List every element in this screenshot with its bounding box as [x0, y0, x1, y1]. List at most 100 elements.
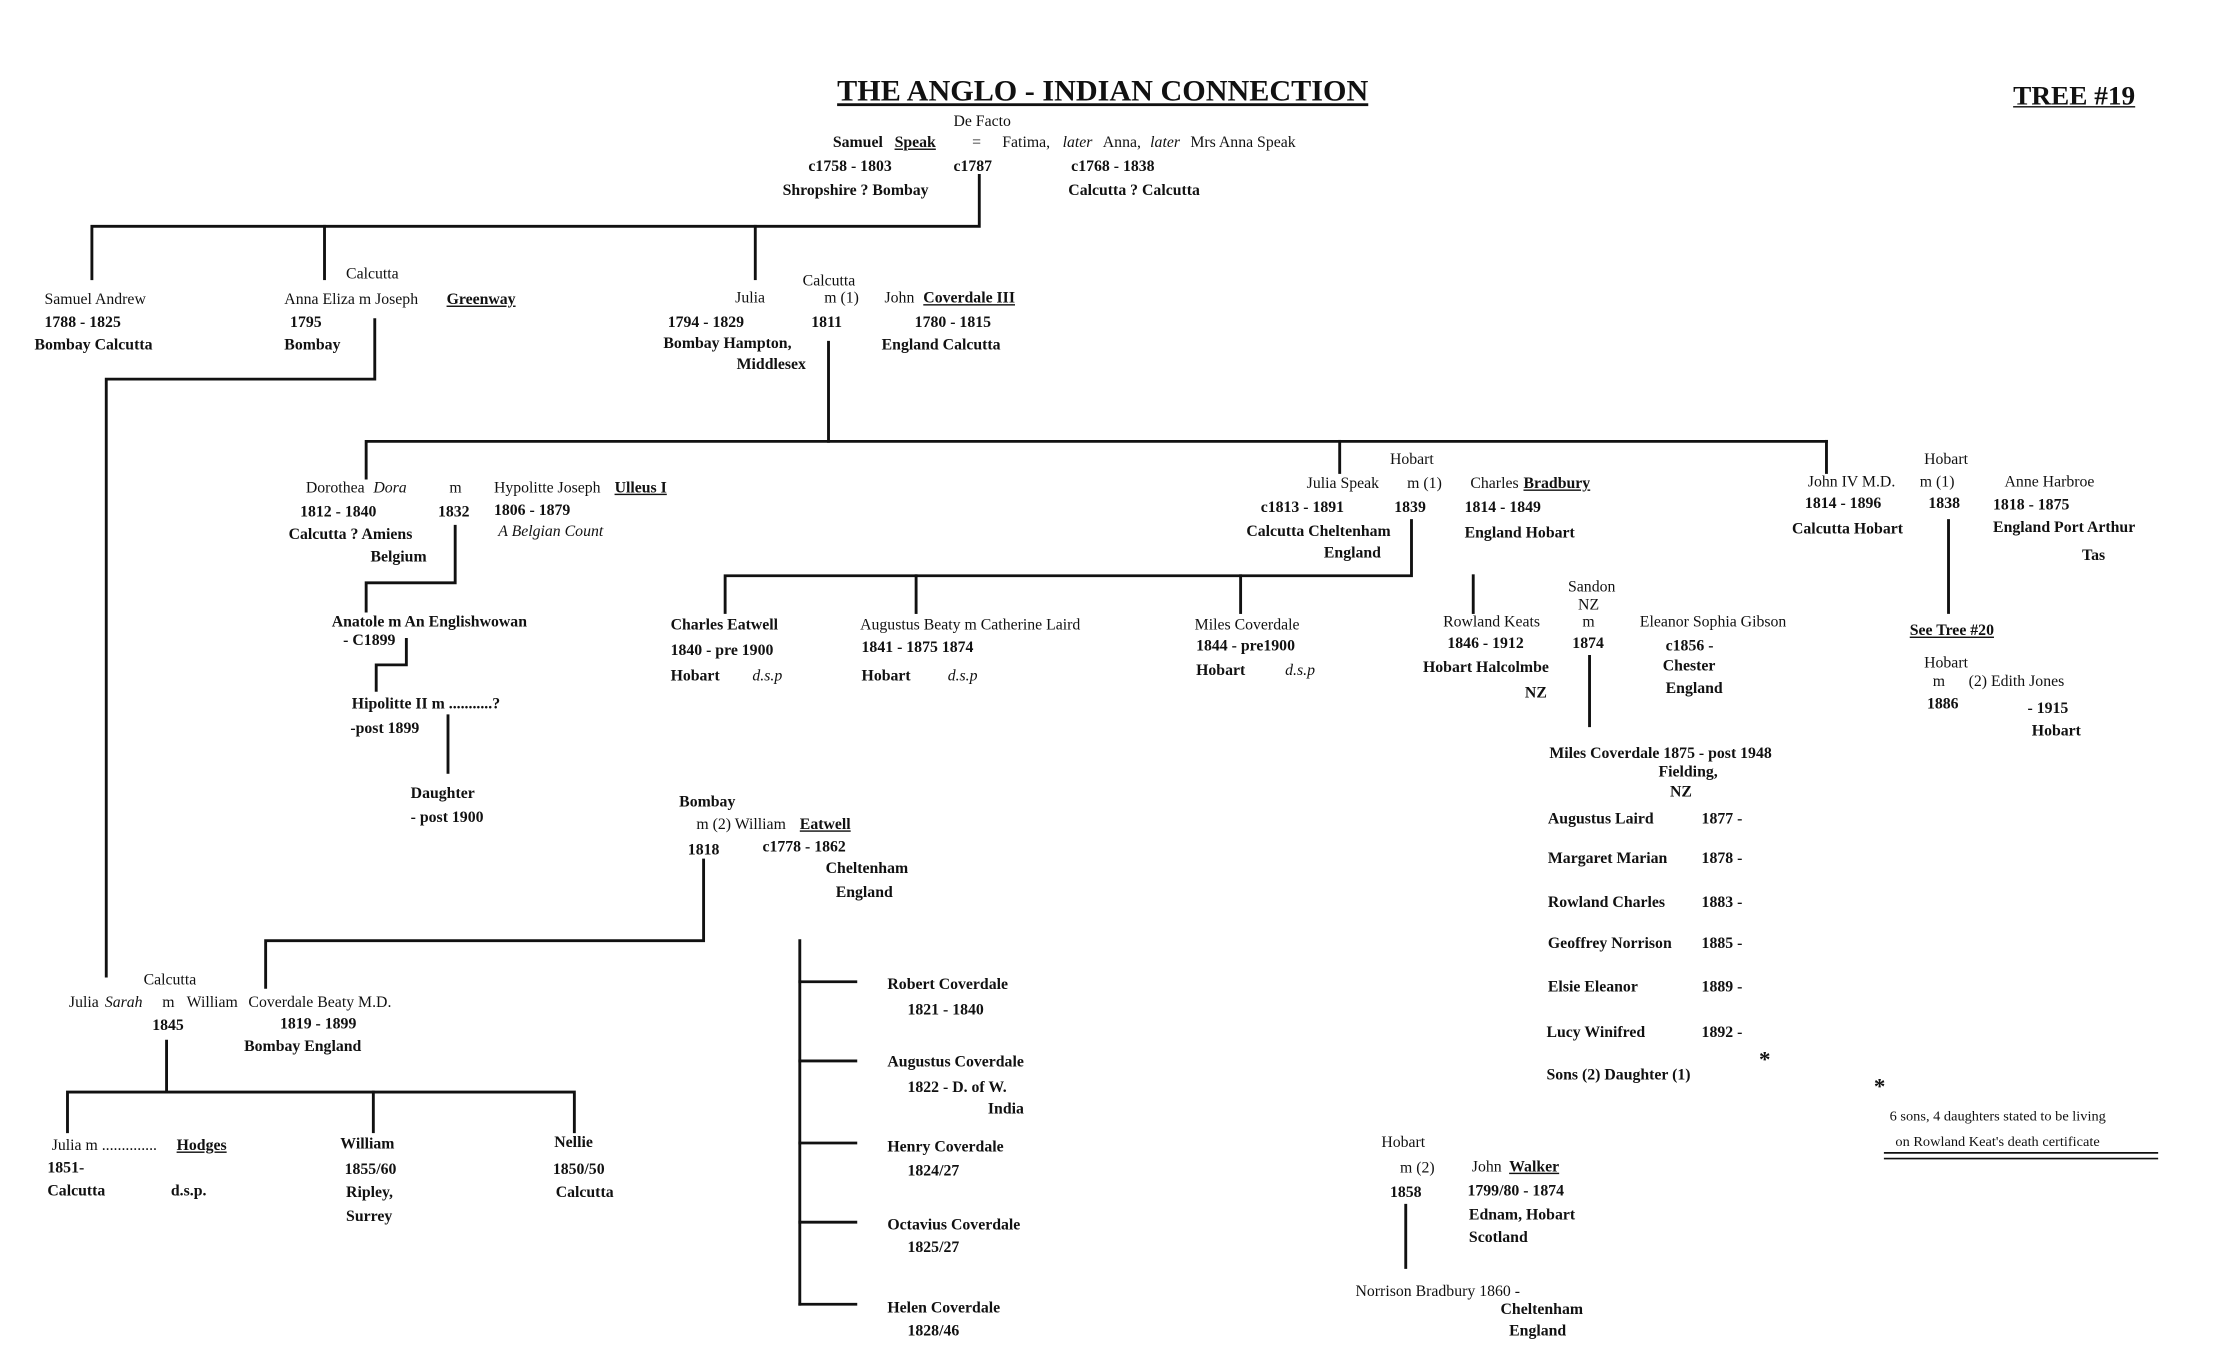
rowland-keats-m: m: [1582, 613, 1595, 631]
connector-coverdale-children: [364, 340, 830, 480]
fatima-name: Fatima,: [1002, 134, 1051, 152]
samuel-andrew-places: Bombay Calcutta: [34, 336, 153, 354]
anne-harbroe-dates: 1818 - 1875: [1993, 496, 2070, 514]
miles-coverdale-jr: Miles Coverdale 1875 - post 1948: [1549, 745, 1772, 763]
augustus-beaty-place: Hobart: [861, 667, 911, 685]
john-iv-name: John IV M.D.: [1807, 473, 1896, 491]
anna-eliza-name: Anna Eliza m Joseph: [284, 291, 419, 309]
page-title: THE ANGLO - INDIAN CONNECTION: [837, 73, 1369, 108]
kid-date: 1892 -: [1701, 1024, 1743, 1042]
samuel-places: Shropshire ? Bombay: [782, 182, 929, 200]
ulleus-given: Hypolitte Joseph: [493, 479, 601, 497]
de-facto-equals: =: [972, 134, 982, 152]
edith-jones-name: (2) Edith Jones: [1968, 673, 2065, 691]
kid-date: 1878 -: [1701, 850, 1743, 868]
william-beaty-name: Coverdale Beaty M.D.: [248, 994, 392, 1012]
rowland-keats-nz: NZ: [1524, 684, 1547, 702]
see-tree-20-link[interactable]: See Tree #20: [1909, 622, 1994, 640]
julia-speak-m1: m (1): [1407, 475, 1442, 493]
fatima-anna: Anna,: [1102, 134, 1141, 152]
charles-eatwell-dates: 1840 - pre 1900: [670, 642, 774, 660]
eleanor-dates: c1856 -: [1665, 637, 1714, 655]
miles-coverdale-name: Miles Coverdale: [1194, 616, 1300, 634]
walker-place: Hobart: [1381, 1134, 1426, 1152]
kid-name: Elsie Eleanor: [1547, 978, 1638, 996]
william-child-name: William: [340, 1135, 395, 1153]
augustus-beaty-name: Augustus Beaty m Catherine Laird: [860, 616, 1081, 634]
octavius-coverdale-name: Octavius Coverdale: [887, 1216, 1021, 1234]
eleanor-england: England: [1665, 680, 1723, 698]
julia-name: Julia: [735, 289, 766, 307]
augustus-beaty-dates: 1841 - 1875 1874: [861, 639, 974, 657]
connector-ulleus-to-anatole: [364, 524, 457, 613]
bradbury-first: Charles: [1470, 475, 1519, 493]
union-date: c1787: [953, 158, 993, 176]
julia-wedding-year: 1811: [811, 314, 843, 332]
dorothea-year: 1832: [437, 503, 470, 521]
coverdale-surname: Coverdale III: [923, 289, 1015, 307]
eatwell-place-1: Cheltenham: [825, 860, 909, 878]
edith-jones-place: Hobart: [2031, 722, 2081, 740]
hipolitte-date: -post 1899: [350, 720, 420, 738]
kid-name: Lucy Winifred: [1546, 1024, 1646, 1042]
charles-eatwell-name: Charles Eatwell: [670, 616, 779, 634]
dorothea-m: m: [449, 479, 462, 497]
henry-coverdale-dates: 1824/27: [907, 1162, 960, 1180]
robert-coverdale-name: Robert Coverdale: [887, 976, 1009, 994]
julia-sarah-year: 1845: [152, 1017, 184, 1035]
john-iv-m1: m (1): [1919, 473, 1955, 491]
augustus-coverdale-name: Augustus Coverdale: [887, 1053, 1024, 1071]
eatwell-place: Bombay: [679, 793, 736, 811]
norrison-place-1: Cheltenham: [1500, 1301, 1584, 1319]
samuel-andrew-dates: 1788 - 1825: [44, 314, 121, 332]
helen-coverdale-dates: 1828/46: [907, 1322, 960, 1340]
kid-date: 1885 -: [1701, 935, 1743, 953]
dorothea-belgium: Belgium: [370, 548, 427, 566]
helen-coverdale-name: Helen Coverdale: [887, 1300, 1001, 1317]
william-child-dates: 1855/60: [344, 1161, 397, 1179]
john-iv-hobart-2: Hobart: [1924, 654, 1968, 672]
miles-coverdale-dates: 1844 - pre1900: [1196, 637, 1295, 655]
connector-eatwell-children: [264, 858, 706, 989]
julia-speak-year: 1839: [1394, 499, 1426, 517]
rowland-keats-name: Rowland Keats: [1443, 613, 1541, 631]
john-iv-place: Hobart: [1924, 451, 1968, 469]
walker-dates: 1799/80 - 1874: [1467, 1182, 1565, 1200]
william-beaty-dates: 1819 - 1899: [280, 1015, 357, 1033]
augustus-coverdale-india: India: [987, 1100, 1024, 1118]
kid-date: 1889 -: [1701, 978, 1743, 996]
sons-daughter: Sons (2) Daughter (1): [1546, 1066, 1691, 1084]
william-child-place-2: Surrey: [346, 1208, 393, 1226]
nellie-name: Nellie: [554, 1134, 593, 1152]
greenway-surname: Greenway: [446, 291, 516, 309]
rowland-keats-places: Hobart Halcolmbe: [1422, 659, 1549, 677]
augustus-beaty-dsp: d.s.p: [947, 667, 978, 685]
julia-place: Calcutta: [802, 273, 856, 290]
eatwell-m2: m (2) William: [696, 816, 786, 834]
walker-surname: Walker: [1509, 1158, 1560, 1176]
julia-sarah-m: m: [162, 994, 175, 1012]
kid-name: Augustus Laird: [1547, 810, 1654, 828]
miles-coverdale-jr-nz: NZ: [1669, 783, 1692, 801]
coverdale-first: John: [884, 289, 915, 307]
anatole-date: - C1899: [343, 632, 396, 650]
rowland-keats-year: 1874: [1572, 635, 1604, 653]
julia-hodges-place: Calcutta: [47, 1182, 106, 1200]
walker-m2: m (2): [1400, 1159, 1435, 1177]
defacto-label: De Facto: [953, 113, 1011, 131]
julia-m1: m (1): [824, 289, 859, 307]
julia-places: Bombay Hampton,: [663, 335, 792, 353]
ulleus-surname: Ulleus I: [614, 479, 667, 497]
miles-coverdale-dsp: d.s.p: [1285, 662, 1315, 680]
tree-number: TREE #19: [2013, 82, 2136, 112]
hodges-surname: Hodges: [176, 1137, 227, 1155]
william-beaty-places: Bombay England: [244, 1038, 362, 1056]
eatwell-year: 1818: [687, 841, 720, 859]
julia-speak-places: Calcutta Cheltenham: [1246, 523, 1391, 541]
samuel-dates: c1758 - 1803: [808, 158, 892, 176]
julia-sarah-middle: Sarah: [104, 994, 143, 1012]
anna-eliza-date: 1795: [290, 314, 322, 332]
eatwell-dates: c1778 - 1862: [762, 838, 846, 856]
julia-hodges-dsp: d.s.p.: [170, 1182, 207, 1200]
